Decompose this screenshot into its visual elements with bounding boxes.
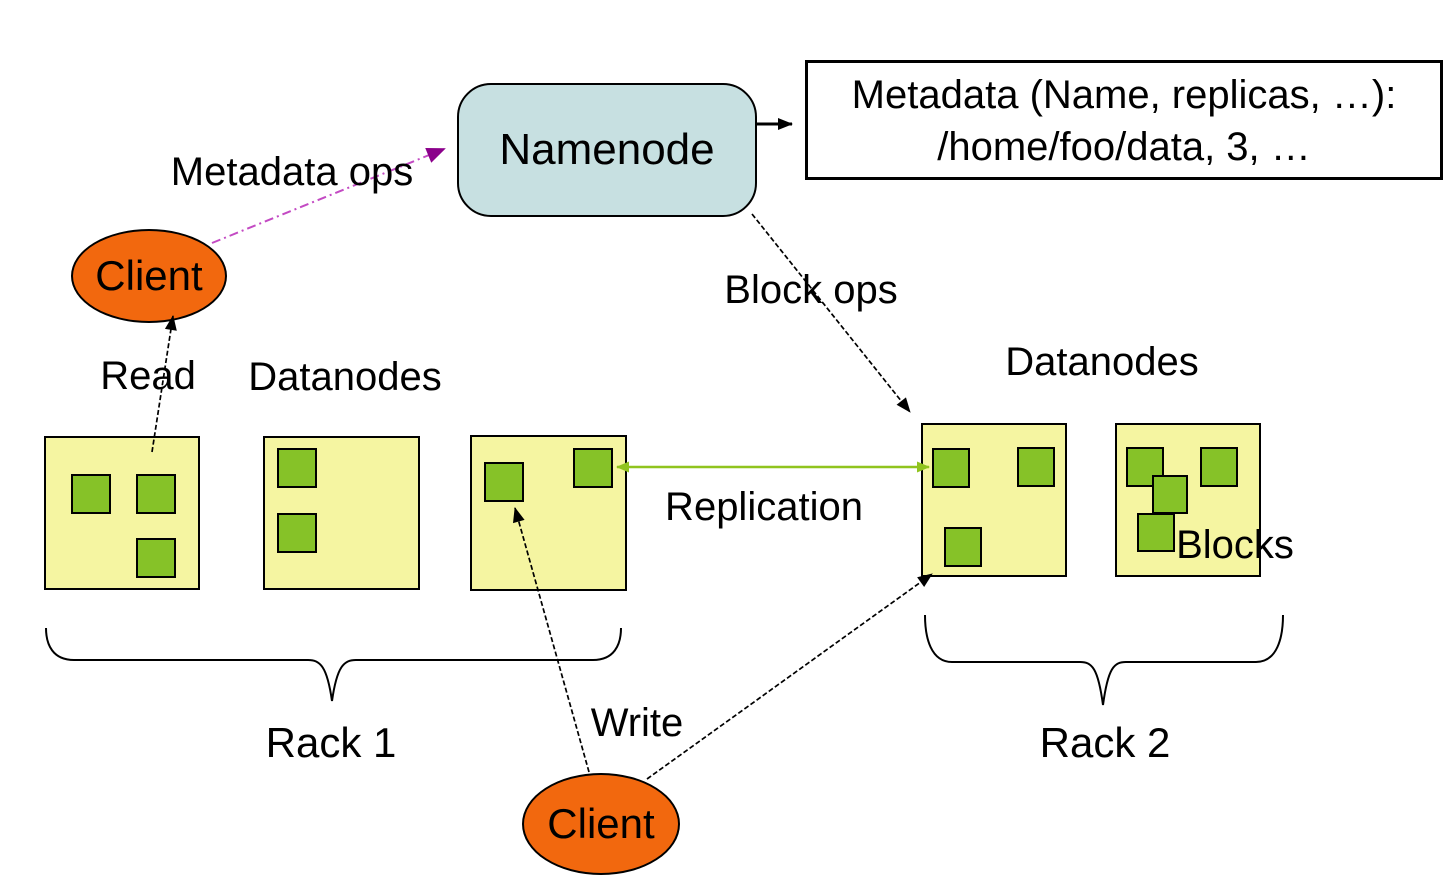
block [277, 513, 317, 553]
rack1-label: Rack 1 [265, 719, 397, 766]
block-ops-label: Block ops [724, 268, 898, 312]
rack1-brace [45, 627, 622, 702]
metadata-ops-arrow [211, 147, 446, 244]
block [136, 474, 176, 514]
metadata-record-box: Metadata (Name, replicas, …): /home/foo/… [805, 60, 1443, 180]
block [573, 448, 613, 488]
datanode-rack2-1 [921, 423, 1067, 577]
datanodes-left-label: Datanodes [248, 355, 442, 399]
datanode-rack2-2 [1115, 423, 1261, 577]
datanode-rack1-3 [470, 435, 627, 591]
write-arrow-rack2 [646, 573, 933, 780]
block-ops-arrow [751, 213, 911, 413]
client-ellipse-bottom: Client [522, 773, 680, 875]
block [136, 538, 176, 578]
namenode-box: Namenode [457, 83, 757, 217]
block [484, 462, 524, 502]
block [71, 474, 111, 514]
client-bottom-label: Client [547, 800, 655, 847]
block [944, 527, 982, 567]
datanode-rack1-1 [44, 436, 200, 590]
blocks-label: Blocks [1176, 523, 1294, 567]
rack2-brace [924, 614, 1284, 706]
block [1137, 513, 1175, 552]
replication-label: Replication [665, 485, 863, 529]
read-label: Read [100, 354, 196, 398]
namenode-label: Namenode [499, 125, 715, 174]
rack2-label: Rack 2 [1039, 719, 1171, 766]
datanodes-right-label: Datanodes [1005, 340, 1199, 384]
block [1200, 447, 1238, 487]
block [932, 448, 970, 488]
client-top-label: Client [95, 252, 203, 299]
metadata-line-1: Metadata (Name, replicas, …): [851, 73, 1397, 117]
metadata-ops-label: Metadata ops [170, 150, 414, 194]
read-arrow [151, 315, 177, 453]
block [1152, 475, 1188, 514]
write-arrow-rack1 [513, 507, 590, 773]
write-label: Write [590, 701, 684, 745]
metadata-line-2: /home/foo/data, 3, … [937, 125, 1311, 169]
block [1017, 447, 1055, 487]
datanode-rack1-2 [263, 436, 420, 590]
client-ellipse-top: Client [71, 229, 227, 323]
block [277, 448, 317, 488]
